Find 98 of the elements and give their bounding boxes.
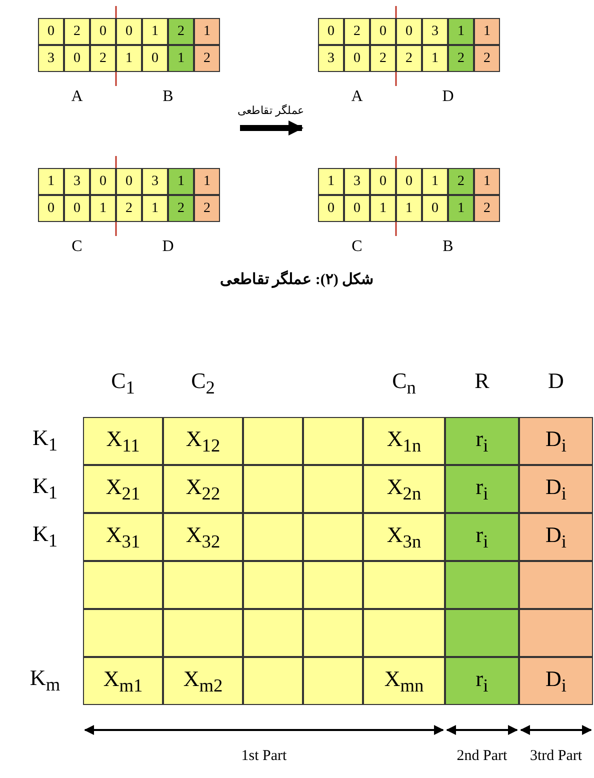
parent-letter: A [351,88,363,106]
column-header: C$_{1}$ [111,368,135,398]
matrix-cell: r$_{i}$ [445,417,519,465]
gene-cell: 1 [142,18,168,45]
gene-cell: 0 [370,18,396,45]
matrix-cell: X$_{32}$ [163,513,243,561]
matrix-cell: X$_{m1}$ [83,657,163,705]
gene-cell: 2 [64,18,90,45]
gene-cell: 0 [38,18,64,45]
gene-cell: 1 [448,195,474,222]
gene-cell: 1 [38,168,64,195]
gene-cell: 0 [422,195,448,222]
gene-cell: 2 [168,195,194,222]
gene-cell: 1 [194,168,220,195]
gene-cell: 1 [474,18,500,45]
part-label: 3trd Part [530,748,582,765]
matrix-cell: D$_{i}$ [519,417,593,465]
gene-cell: 0 [64,45,90,72]
gene-cell: 1 [142,195,168,222]
gene-cell: 0 [116,18,142,45]
figure-caption: شکل (۲): عملگر تقاطعی [220,270,374,289]
gene-cell: 2 [116,195,142,222]
gene-cell: 0 [318,18,344,45]
parent-letter: D [442,88,454,106]
gene-cell: 0 [38,195,64,222]
gene-cell: 0 [318,195,344,222]
gene-cell: 1 [370,195,396,222]
gene-cell: 1 [422,45,448,72]
parent-letter: C [72,238,82,256]
gene-cell: 1 [168,45,194,72]
column-header: R [474,368,490,394]
matrix-cell: X$_{mn}$ [363,657,445,705]
matrix-cell: D$_{i}$ [519,465,593,513]
row-header: K$_{1}$ [32,473,58,504]
gene-cell: 3 [422,18,448,45]
gene-cell: 0 [370,168,396,195]
gene-cell: 0 [396,18,422,45]
parent-letter: A [71,88,83,106]
row-header: K$_{1}$ [32,425,58,456]
matrix-cell: X$_{1n}$ [363,417,445,465]
gene-cell: 3 [64,168,90,195]
column-header: C$_{2}$ [191,368,215,398]
gene-cell: 1 [422,168,448,195]
matrix-cell: D$_{i}$ [519,513,593,561]
gene-cell: 0 [90,18,116,45]
gene-cell: 2 [194,195,220,222]
gene-cell: 1 [396,195,422,222]
gene-cell: 1 [318,168,344,195]
gene-cell: 2 [194,45,220,72]
matrix-cell: X$_{11}$ [83,417,163,465]
gene-cell: 1 [116,45,142,72]
arrow-label: عملگر تقاطعی [238,104,304,117]
part-label: 2nd Part [456,748,508,765]
gene-cell: 1 [474,168,500,195]
gene-cell: 2 [474,45,500,72]
matrix-cell: X$_{21}$ [83,465,163,513]
gene-cell: 2 [344,18,370,45]
gene-cell: 3 [344,168,370,195]
matrix-cell: X$_{31}$ [83,513,163,561]
gene-cell: 0 [116,168,142,195]
matrix-cell: X$_{3n}$ [363,513,445,561]
gene-cell: 2 [448,45,474,72]
parent-letter: B [442,238,454,256]
gene-cell: 2 [90,45,116,72]
gene-cell: 2 [370,45,396,72]
gene-cell: 1 [168,168,194,195]
parent-letter: C [352,238,362,256]
matrix-cell: X$_{22}$ [163,465,243,513]
gene-cell: 0 [90,168,116,195]
gene-cell: 3 [142,168,168,195]
matrix-cell: r$_{i}$ [445,657,519,705]
parent-letter: B [162,88,174,106]
gene-cell: 2 [474,195,500,222]
matrix-cell: r$_{i}$ [445,465,519,513]
row-header: K$_{1}$ [32,521,58,552]
gene-cell: 1 [90,195,116,222]
gene-cell: 2 [448,168,474,195]
gene-cell: 2 [168,18,194,45]
matrix-cell: X$_{m2}$ [163,657,243,705]
gene-cell: 2 [396,45,422,72]
gene-cell: 0 [396,168,422,195]
gene-cell: 3 [38,45,64,72]
row-header: K$_{m}$ [30,665,60,696]
gene-cell: 1 [194,18,220,45]
gene-cell: 1 [448,18,474,45]
gene-cell: 0 [64,195,90,222]
gene-cell: 3 [318,45,344,72]
column-header: D [548,368,564,394]
matrix-cell: X$_{2n}$ [363,465,445,513]
gene-cell: 0 [344,195,370,222]
part-label: 1st Part [241,748,287,765]
matrix-cell: D$_{i}$ [519,657,593,705]
matrix-cell: X$_{12}$ [163,417,243,465]
gene-cell: 0 [142,45,168,72]
column-header: C$_{n}$ [392,368,416,398]
matrix-cell: r$_{i}$ [445,513,519,561]
parent-letter: D [162,238,174,256]
gene-cell: 0 [344,45,370,72]
